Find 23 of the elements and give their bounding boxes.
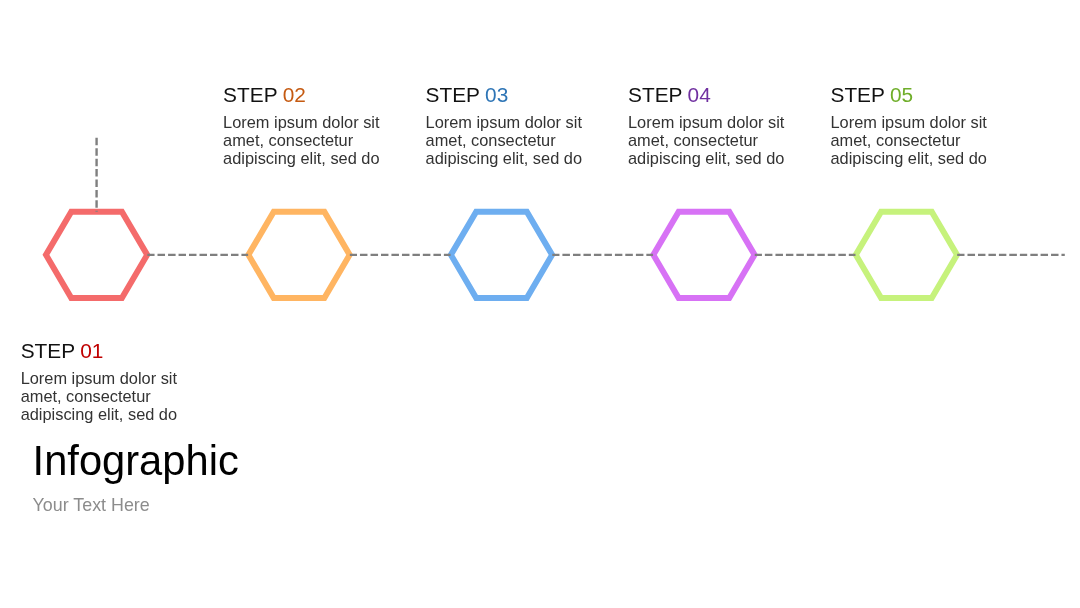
connector <box>754 253 856 257</box>
diagram-title: Infographic <box>32 437 239 485</box>
node-label: Lorem ipsum dolor sit amet, consectetur adipiscing elit, sed do <box>20 369 178 423</box>
node-label: Lorem ipsum dolor sit amet, consectetur adipiscing elit, sed do <box>628 113 785 167</box>
node-label: STEP 01 <box>20 338 104 362</box>
node-hexagon <box>447 208 556 302</box>
node-label: Lorem ipsum dolor sit amet, consectetur adipiscing elit, sed do <box>223 113 380 167</box>
node-label: Lorem ipsum dolor sit amet, consectetur adipiscing elit, sed do <box>830 113 987 167</box>
connector <box>957 253 1065 257</box>
node-label: STEP 03 <box>425 82 509 106</box>
node-label: Lorem ipsum dolor sit amet, consectetur adipiscing elit, sed do <box>425 113 582 167</box>
node-hexagon <box>42 208 151 302</box>
node-label: STEP 04 <box>628 82 711 106</box>
connector <box>147 253 249 257</box>
connector <box>95 137 98 212</box>
node-label: STEP 02 <box>223 82 306 106</box>
connector <box>552 253 654 257</box>
connector <box>349 253 451 257</box>
caption: Your Text Here <box>32 495 150 516</box>
node-hexagon <box>649 208 759 302</box>
node-label: STEP 05 <box>830 82 914 106</box>
node-hexagon <box>852 208 961 302</box>
node-hexagon <box>245 208 354 302</box>
